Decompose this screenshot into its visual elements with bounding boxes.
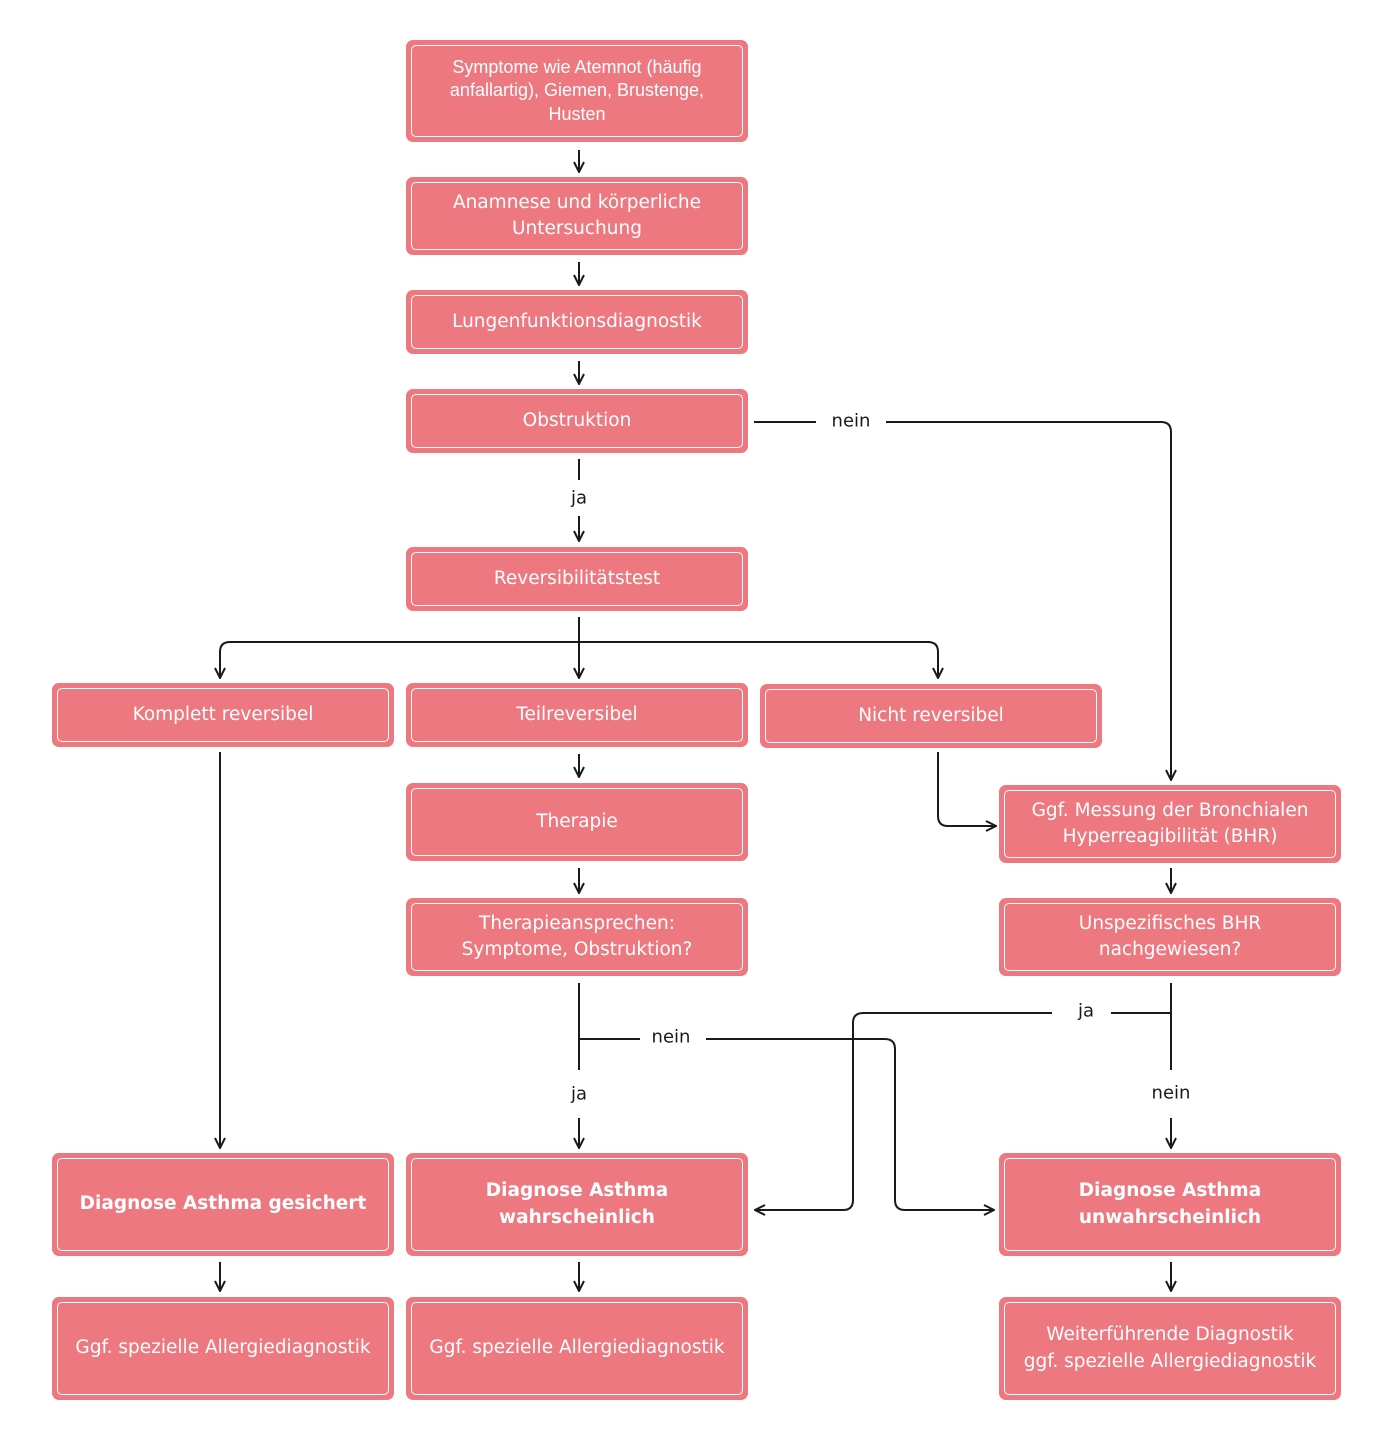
node-diagnose-gesichert: Diagnose Asthma gesichert [52, 1153, 394, 1256]
node-text-line: ggf. spezielle Allergiediagnostik [1023, 1350, 1317, 1372]
node-text-line: Ggf. Messung der Bronchialen [1031, 799, 1309, 821]
node-text-line: Diagnose Asthma [1078, 1180, 1262, 1202]
node-nicht-reversibel: Nicht reversibel [760, 684, 1102, 748]
node-bhr-messung: Ggf. Messung der Bronchialen Hyperreagib… [999, 785, 1341, 863]
node-text-line: anfallartig), Giemen, Brustenge, [449, 80, 705, 101]
node-diagnose-wahrscheinlich: Diagnose Asthma wahrscheinlich [406, 1153, 748, 1256]
node-text-line: Ggf. spezielle Allergiediagnostik [75, 1337, 371, 1359]
arrow-rev-komplett [220, 641, 579, 678]
node-text-line: Therapieansprechen: [479, 912, 675, 934]
arrow-ansprechen-nein [706, 1038, 994, 1210]
node-therapie: Therapie [406, 783, 748, 861]
node-text-line: unwahrscheinlich [1078, 1206, 1262, 1228]
node-symptome: Symptome wie Atemnot (häufig anfallartig… [406, 40, 748, 142]
node-obstruktion: Obstruktion [406, 389, 748, 453]
node-lungenfunktion: Lungenfunktionsdiagnostik [406, 290, 748, 354]
node-text-line: Symptome wie Atemnot (häufig [452, 57, 702, 78]
node-allergie-wahrscheinlich: Ggf. spezielle Allergiediagnostik [406, 1297, 748, 1400]
label-ansprechen-nein: nein [651, 1026, 691, 1048]
node-diagnose-unwahrscheinlich: Diagnose Asthma unwahrscheinlich [999, 1153, 1341, 1256]
node-therapieansprechen: Therapieansprechen: Symptome, Obstruktio… [406, 898, 748, 976]
arrow-bhr-ja [755, 1012, 1052, 1210]
node-allergie-gesichert: Ggf. spezielle Allergiediagnostik [52, 1297, 394, 1400]
node-text-line: Weiterführende Diagnostik [1046, 1324, 1294, 1346]
node-komplett-reversibel: Komplett reversibel [52, 683, 394, 747]
node-text-line: Diagnose Asthma [485, 1180, 669, 1202]
label-bhr-ja: ja [1077, 1000, 1095, 1022]
node-anamnese: Anamnese und körperliche Untersuchung [406, 177, 748, 255]
node-text-line: Ggf. spezielle Allergiediagnostik [429, 1337, 725, 1359]
node-text-line: Husten [548, 103, 606, 124]
node-text-line: Anamnese und körperliche [452, 191, 702, 213]
label-obstruktion-nein: nein [831, 410, 871, 432]
label-obstruktion-ja: ja [570, 487, 588, 509]
label-bhr-nein: nein [1151, 1082, 1191, 1104]
node-text-line: Teilreversibel [516, 703, 638, 725]
node-text-line: Untersuchung [512, 218, 642, 239]
node-text-line: Lungenfunktionsdiagnostik [452, 310, 702, 332]
node-weiterfuehrende-diagnostik: Weiterführende Diagnostik ggf. spezielle… [999, 1297, 1341, 1400]
node-teilreversibel: Teilreversibel [406, 683, 748, 747]
arrow-rev-nicht [579, 641, 938, 678]
arrow-nicht-bhr [937, 752, 996, 826]
node-text-line: Unspezifisches BHR [1078, 912, 1262, 934]
node-text-line: Reversibilitätstest [493, 567, 661, 589]
node-bhr-nachgewiesen: Unspezifisches BHR nachgewiesen? [999, 898, 1341, 976]
label-ansprechen-ja: ja [570, 1083, 588, 1105]
node-text-line: Therapie [536, 810, 618, 832]
node-text-line: Nicht reversibel [858, 704, 1004, 726]
node-text-line: Symptome, Obstruktion? [461, 939, 693, 960]
node-text-line: Obstruktion [522, 409, 632, 431]
node-text-line: nachgewiesen? [1098, 939, 1242, 960]
node-text-line: wahrscheinlich [499, 1206, 655, 1228]
node-text-line: Hyperreagibilität (BHR) [1062, 826, 1278, 847]
arrow-obstruktion-nein [886, 421, 1171, 780]
node-text-line: Komplett reversibel [132, 703, 314, 725]
node-text-line: Diagnose Asthma gesichert [79, 1193, 367, 1215]
node-reversibilitaetstest: Reversibilitätstest [406, 547, 748, 611]
